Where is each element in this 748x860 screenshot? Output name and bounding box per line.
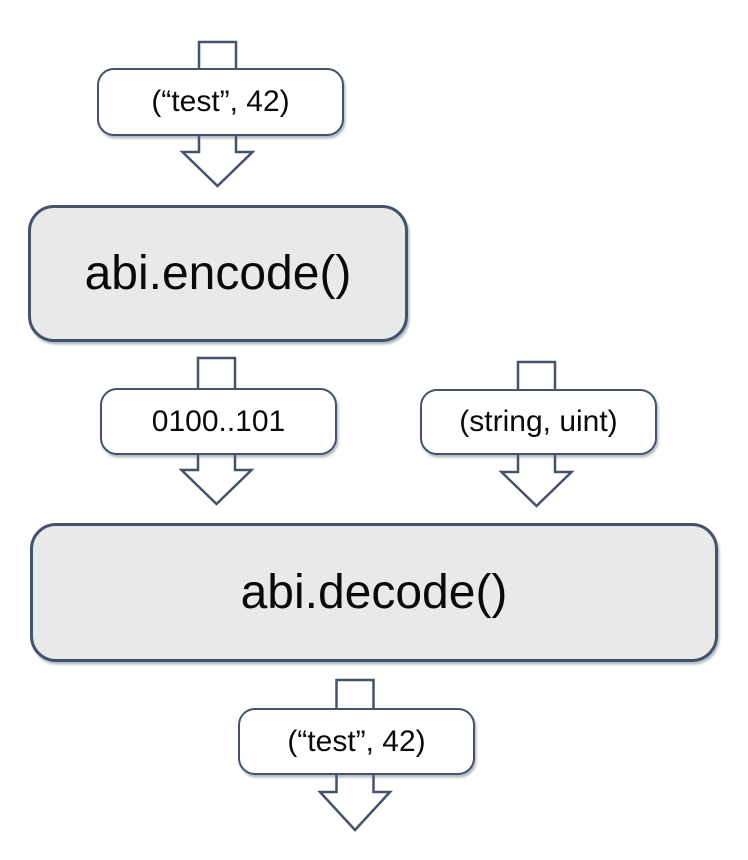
node-type-tuple: (string, uint) <box>420 389 657 455</box>
node-input-tuple: (“test”, 42) <box>97 68 344 136</box>
node-encoded-bytes: 0100..101 <box>100 388 337 455</box>
node-abi-decode: abi.decode() <box>30 523 718 662</box>
node-output-tuple: (“test”, 42) <box>238 708 475 775</box>
node-abi-encode: abi.encode() <box>28 205 408 342</box>
